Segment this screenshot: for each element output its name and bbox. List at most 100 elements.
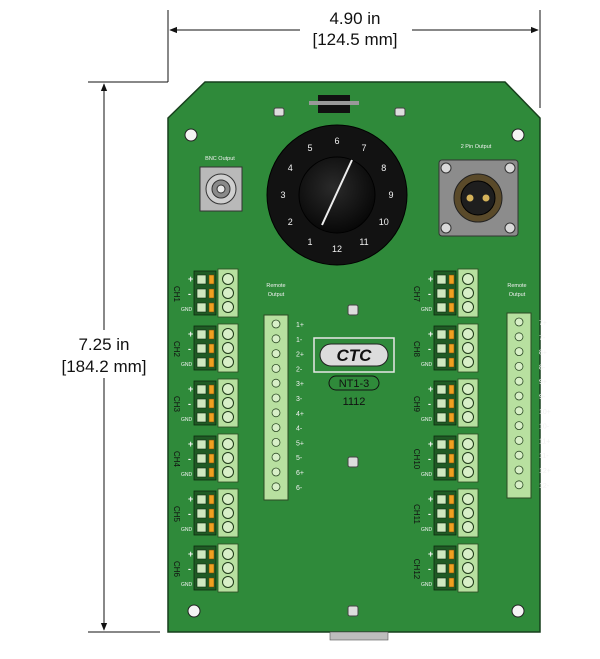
minus-mark: - <box>428 344 431 354</box>
right-channel-label: CH12 <box>412 559 421 580</box>
gnd-mark: GND <box>181 472 193 478</box>
remote-right-title-1: Remote <box>507 283 526 289</box>
left-channel-block: CH5+-GND <box>172 488 239 538</box>
gnd-mark: GND <box>181 527 193 533</box>
dial-number: 2 <box>288 217 293 227</box>
remote-left-pin-label: 1+ <box>296 322 304 329</box>
minus-mark: - <box>428 509 431 519</box>
dial-number: 8 <box>381 163 386 173</box>
dial-number: 9 <box>388 190 393 200</box>
dial-number: 10 <box>379 217 389 227</box>
plus-mark: + <box>188 329 193 339</box>
remote-right-pin-label: 10+ <box>539 409 551 416</box>
left-channel-label: CH6 <box>172 561 181 578</box>
remote-left-pin <box>271 363 281 373</box>
dial-number: 12 <box>332 244 342 254</box>
plus-mark: + <box>188 439 193 449</box>
remote-left-pin-label: 1- <box>296 337 303 344</box>
gnd-mark: GND <box>421 362 433 368</box>
minus-mark: - <box>188 509 191 519</box>
left-channel-label: CH1 <box>172 286 181 303</box>
remote-left-pin-label: 3+ <box>296 381 304 388</box>
minus-mark: - <box>428 399 431 409</box>
minus-mark: - <box>188 289 191 299</box>
remote-left-pin <box>271 482 281 492</box>
dial-number: 5 <box>307 143 312 153</box>
plus-mark: + <box>428 274 433 284</box>
left-channel-label: CH2 <box>172 341 181 358</box>
top-switch <box>309 95 359 113</box>
remote-right-pin <box>514 435 524 445</box>
channel-blocks-right: CH7+-GNDCH8+-GNDCH9+-GNDCH10+-GNDCH11+-G… <box>412 268 479 593</box>
right-channel-label: CH7 <box>412 286 421 303</box>
ctc-logo: CTC <box>313 337 395 373</box>
remote-right-pin <box>514 376 524 386</box>
remote-right-pin <box>514 332 524 342</box>
logo-text: CTC <box>337 346 373 365</box>
bnc-label: BNC Output <box>205 156 235 162</box>
minus-mark: - <box>428 454 431 464</box>
remote-right-pin <box>514 347 524 357</box>
minus-mark: - <box>428 289 431 299</box>
remote-left-pin <box>271 393 281 403</box>
left-channel-label: CH4 <box>172 451 181 468</box>
remote-right-pin <box>514 317 524 327</box>
width-mm-label: [124.5 mm] <box>312 30 397 49</box>
two-pin-connector: 2 Pin Output <box>438 144 519 237</box>
remote-left-pin-label: 2- <box>296 366 303 373</box>
right-channel-label: CH8 <box>412 341 421 358</box>
remote-right-title-2: Output <box>509 292 526 298</box>
plus-mark: + <box>188 274 193 284</box>
gnd-mark: GND <box>421 417 433 423</box>
remote-right-pin-label: 7- <box>539 335 546 342</box>
plus-mark: + <box>188 549 193 559</box>
left-channel-block: CH1+-GND <box>172 268 239 318</box>
remote-left-pin-label: 5+ <box>296 440 304 447</box>
remote-right-pin-label: 12- <box>539 483 550 490</box>
channel-blocks-left: CH1+-GNDCH2+-GNDCH3+-GNDCH4+-GNDCH5+-GND… <box>172 268 239 593</box>
minus-mark: - <box>428 564 431 574</box>
gnd-mark: GND <box>181 417 193 423</box>
dial-number: 7 <box>361 143 366 153</box>
remote-output-right: Remote Output 7+7-8+8-9+9-10+10-11+11-12… <box>506 283 551 499</box>
width-dimension: 4.90 in [124.5 mm] <box>167 6 541 108</box>
right-channel-block: CH7+-GND <box>412 268 479 318</box>
left-channel-block: CH4+-GND <box>172 433 239 483</box>
remote-right-pin <box>514 480 524 490</box>
remote-left-pin <box>271 349 281 359</box>
dial-number: 3 <box>280 190 285 200</box>
remote-right-pin-label: 8+ <box>539 350 547 357</box>
gnd-mark: GND <box>421 582 433 588</box>
gnd-mark: GND <box>181 362 193 368</box>
minus-mark: - <box>188 344 191 354</box>
remote-left-title-1: Remote <box>266 283 285 289</box>
plus-mark: + <box>428 329 433 339</box>
remote-left-pin-label: 4- <box>296 426 303 433</box>
remote-right-pin <box>514 450 524 460</box>
left-channel-block: CH6 + - GND <box>172 543 239 593</box>
gnd-mark: GND <box>181 582 193 588</box>
bnc-connector: BNC Output <box>199 156 243 212</box>
dial-number: 11 <box>359 237 368 247</box>
remote-right-pin-label: 9+ <box>539 379 547 386</box>
remote-left-pin <box>271 423 281 433</box>
right-channel-block: CH12 + - GND <box>412 543 479 593</box>
remote-left-pin <box>271 437 281 447</box>
remote-right-pin-label: 7+ <box>539 320 547 327</box>
remote-left-title-2: Output <box>268 292 285 298</box>
remote-left-pin <box>271 452 281 462</box>
remote-right-pin <box>514 465 524 475</box>
plus-mark: + <box>428 549 433 559</box>
minus-mark: - <box>188 564 191 574</box>
gnd-mark: GND <box>421 527 433 533</box>
remote-left-pin <box>271 319 281 329</box>
remote-left-pin-label: 5- <box>296 455 303 462</box>
dial-number: 1 <box>307 237 312 247</box>
remote-left-pin-label: 2+ <box>296 352 304 359</box>
model-label: NT1-3 1112 <box>328 375 380 408</box>
remote-right-pin-label: 11- <box>539 453 549 460</box>
remote-right-pin-label: 8- <box>539 364 546 371</box>
remote-right-pin <box>514 391 524 401</box>
